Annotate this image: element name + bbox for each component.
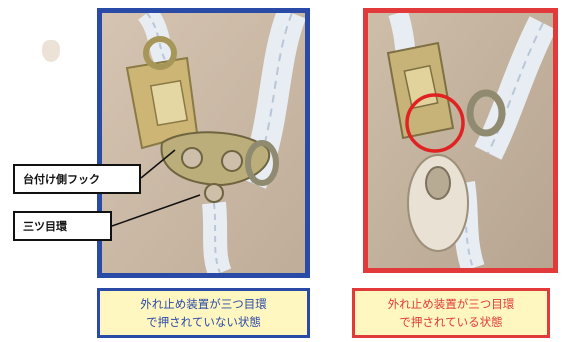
ring-hole-2 [221, 150, 243, 172]
caption-pressed: 外れ止め装置が三つ目環 で押されている状態 [352, 288, 550, 338]
triple-ring-plate [160, 131, 271, 187]
callout-ring-label: 三ツ目環 [13, 211, 112, 241]
hook-latch [149, 79, 189, 127]
hand-fragment [42, 40, 60, 62]
ring-hole-3 [204, 183, 224, 203]
ring-hole-1 [425, 166, 451, 200]
caption-not-pressed-line1: 外れ止め装置が三つ目環 [140, 297, 267, 311]
photo-pressed-image [368, 13, 553, 268]
hook-eye [143, 36, 177, 70]
callout-hook-text: 台付け側フック [23, 173, 100, 186]
ring-loop [466, 89, 506, 137]
callout-ring-text: 三ツ目環 [23, 220, 67, 233]
photo-not-pressed-image [102, 13, 305, 273]
caption-pressed-line2: で押されている状態 [399, 315, 503, 329]
caption-not-pressed: 外れ止め装置が三つ目環 で押されていない状態 [97, 288, 310, 338]
photo-pressed [363, 8, 558, 273]
highlight-circle [405, 93, 465, 153]
hook-latch [403, 64, 439, 110]
caption-pressed-line1: 外れ止め装置が三つ目環 [387, 297, 515, 311]
ring-loop [245, 140, 279, 186]
ring-hole-1 [181, 147, 203, 169]
callout-hook-label: 台付け側フック [13, 164, 141, 194]
triple-ring-plate [407, 154, 469, 252]
photo-not-pressed [97, 8, 310, 278]
caption-not-pressed-line2: で押されていない状態 [146, 315, 261, 329]
